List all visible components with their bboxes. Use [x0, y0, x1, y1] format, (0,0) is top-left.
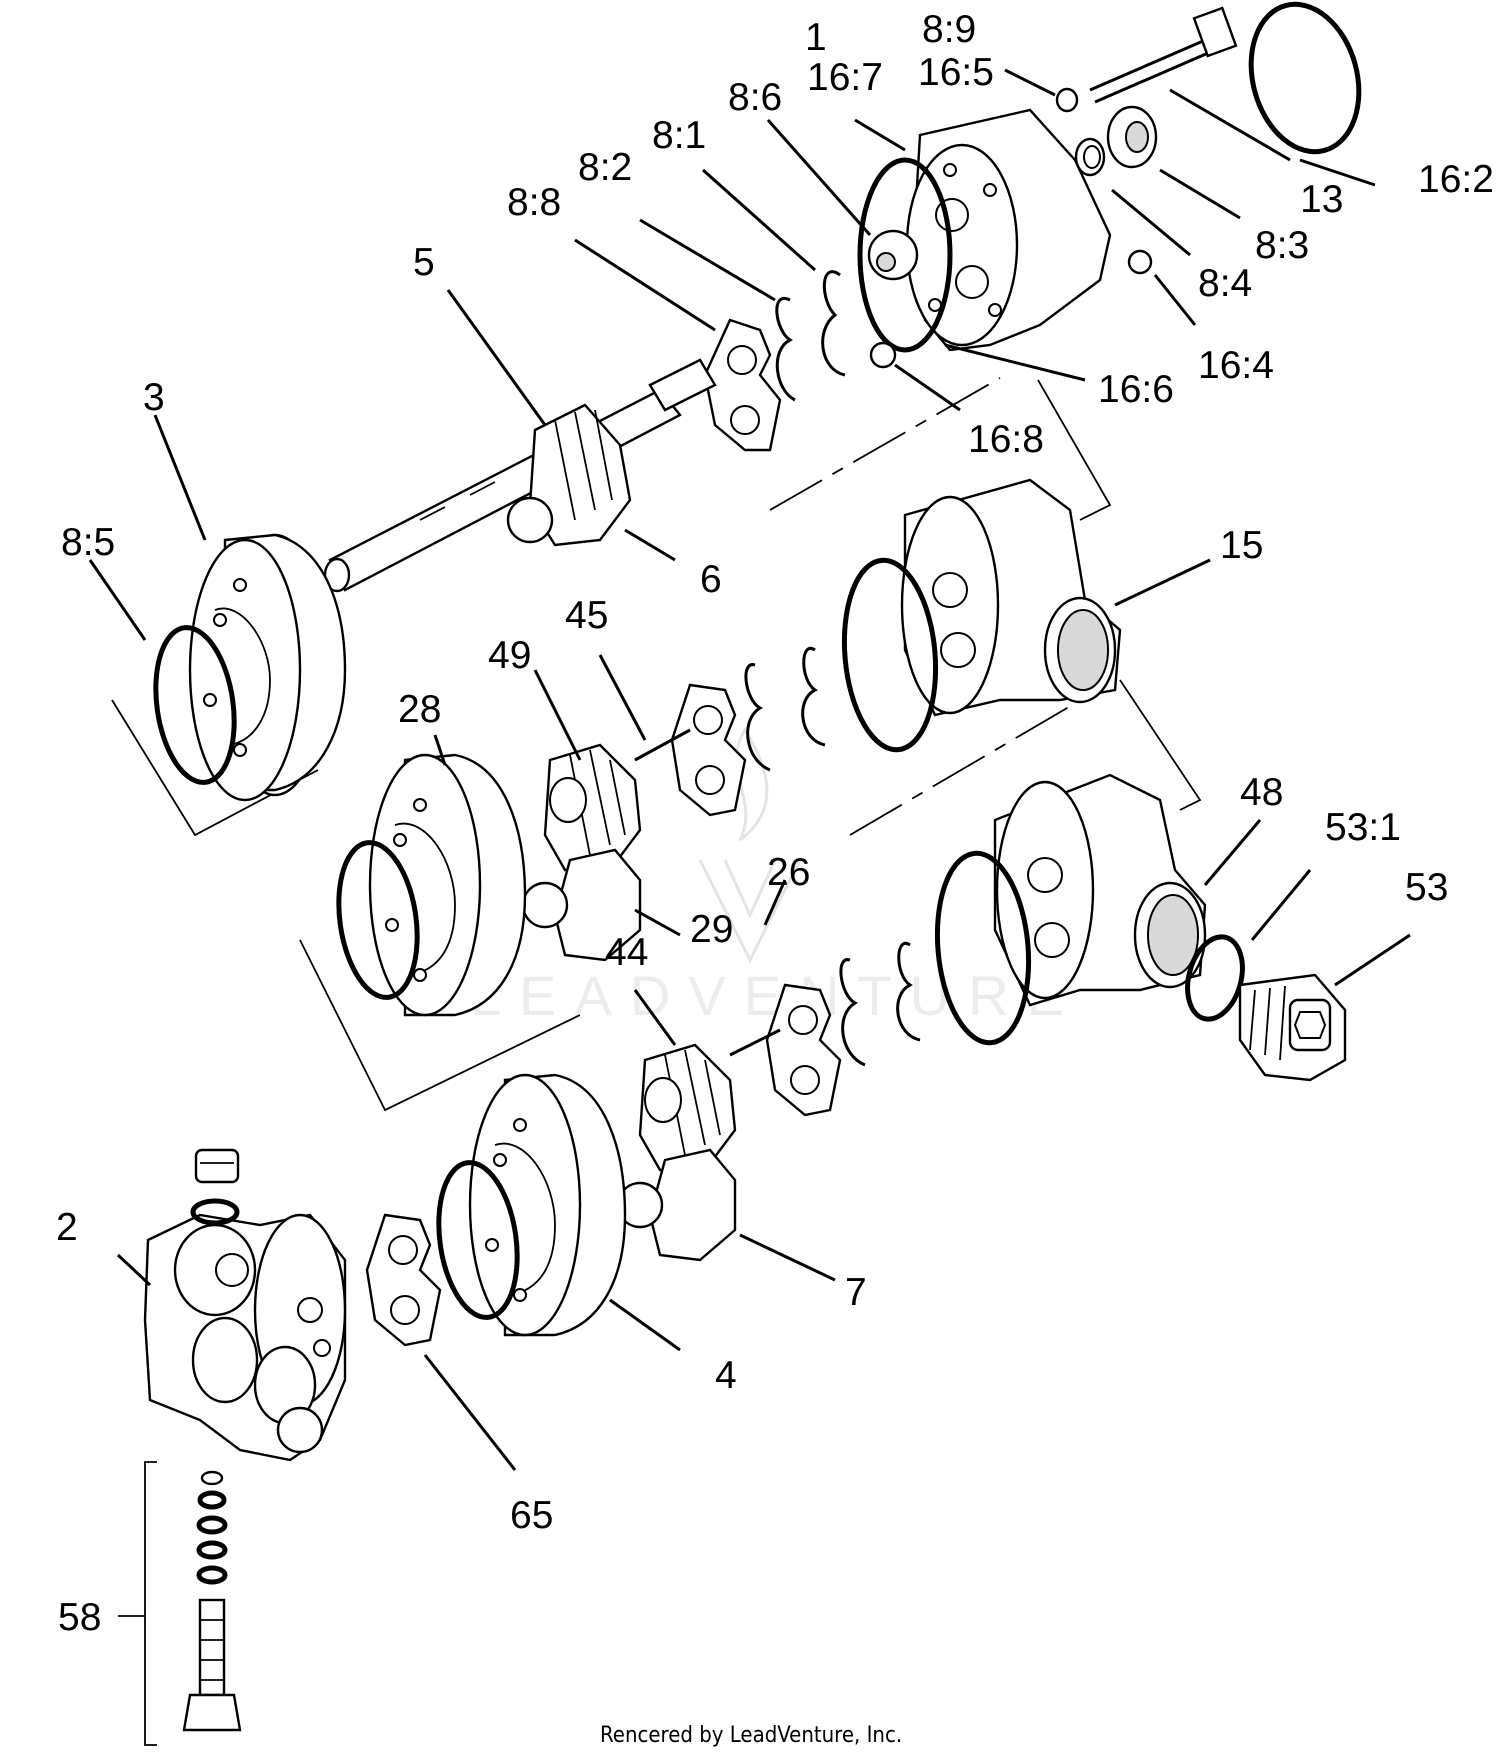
callout-29: 29	[690, 908, 733, 951]
callout-8-3: 8:3	[1255, 224, 1309, 267]
callout-16-2: 16:2	[1418, 158, 1494, 201]
shaft-pin-26	[729, 1028, 781, 1057]
washers-8-4-16-4-16-5-16-8	[869, 87, 1153, 369]
wear-plate-26	[765, 983, 842, 1117]
o-ring-8-5	[153, 625, 237, 785]
callout-8-1: 8:1	[652, 114, 706, 157]
assembly-guide-lines	[111, 377, 1202, 1746]
callout-4: 4	[715, 1354, 737, 1397]
housing-part-15	[900, 478, 1122, 717]
wear-plate-65	[365, 1213, 442, 1347]
callout-16-4: 16:4	[1198, 344, 1274, 387]
callout-49: 49	[488, 634, 531, 677]
callout-16-7: 16:7	[807, 56, 883, 99]
callout-13: 13	[1300, 178, 1343, 221]
o-ring-15	[841, 557, 939, 753]
callout-16-5: 16:5	[918, 51, 994, 94]
callout-8-8: 8:8	[507, 181, 561, 224]
callout-8-9: 8:9	[922, 8, 976, 51]
callout-16-6: 16:6	[1098, 368, 1174, 411]
drive-shaft-part-5	[323, 358, 717, 593]
gear-plate-part-28	[368, 753, 527, 1017]
watermark-text: LEADVENTURE	[470, 964, 1082, 1027]
callout-5: 5	[413, 241, 435, 284]
relief-plug-top	[190, 1148, 240, 1226]
seal-8-1	[821, 270, 846, 377]
o-ring-16-2	[1248, 1, 1362, 155]
callout-16-8: 16:8	[968, 418, 1044, 461]
callout-15: 15	[1220, 524, 1263, 567]
o-ring-16-6	[857, 157, 953, 353]
o-ring-4	[436, 1160, 520, 1320]
callout-45: 45	[565, 594, 608, 637]
bolt-13	[1089, 6, 1238, 104]
leader-lines	[88, 68, 1411, 1471]
callout-48: 48	[1240, 771, 1283, 814]
seal-rings-15	[744, 646, 826, 772]
callout-28: 28	[398, 688, 441, 731]
seal-rings-48	[839, 941, 921, 1067]
seal-8-2	[775, 296, 796, 402]
callout-8-4: 8:4	[1198, 262, 1252, 305]
o-ring-48	[934, 850, 1032, 1046]
gear-plate-part-3	[188, 533, 347, 802]
drive-gear-part-6	[506, 403, 632, 547]
callout-65: 65	[510, 1494, 553, 1537]
callout-3: 3	[143, 376, 165, 419]
callout-1: 1	[805, 16, 827, 59]
gear-7	[616, 1148, 737, 1262]
callout-8-2: 8:2	[578, 146, 632, 189]
callout-7: 7	[845, 1271, 867, 1314]
wear-plate-45	[670, 683, 747, 817]
callout-53: 53	[1405, 866, 1448, 909]
callout-58: 58	[58, 1596, 101, 1639]
o-ring-28	[336, 840, 420, 1000]
watermark-logo: LEADVENTURE	[470, 727, 1082, 1027]
callout-2: 2	[56, 1206, 78, 1249]
bushing-8-6	[867, 229, 919, 281]
shaft-pin-45	[634, 728, 691, 762]
wear-plate-8-8	[703, 318, 782, 452]
callout-8-6: 8:6	[728, 76, 782, 119]
callout-8-5: 8:5	[61, 521, 115, 564]
gear-29	[521, 848, 642, 962]
plug-53	[1238, 973, 1347, 1082]
housing-part-48	[993, 773, 1207, 1007]
shaft-seal-8-3	[1106, 105, 1158, 169]
callout-26: 26	[767, 851, 810, 894]
footer-credit: Rencered by LeadVenture, Inc.	[600, 1723, 902, 1748]
callout-labels: 1 16:7 8:9 16:5 8:6 8:1 8:2 8:8 16:2 13 …	[56, 8, 1494, 1639]
gear-plate-part-4	[468, 1073, 627, 1337]
callout-44: 44	[605, 931, 648, 974]
front-housing-part-2	[143, 1213, 347, 1462]
callout-53-1: 53:1	[1325, 806, 1401, 849]
relief-valve-kit-58	[182, 1470, 242, 1732]
gear-44	[638, 1043, 737, 1172]
gear-49	[543, 743, 642, 872]
callout-6: 6	[700, 558, 722, 601]
rear-cover-part-1	[905, 108, 1112, 352]
